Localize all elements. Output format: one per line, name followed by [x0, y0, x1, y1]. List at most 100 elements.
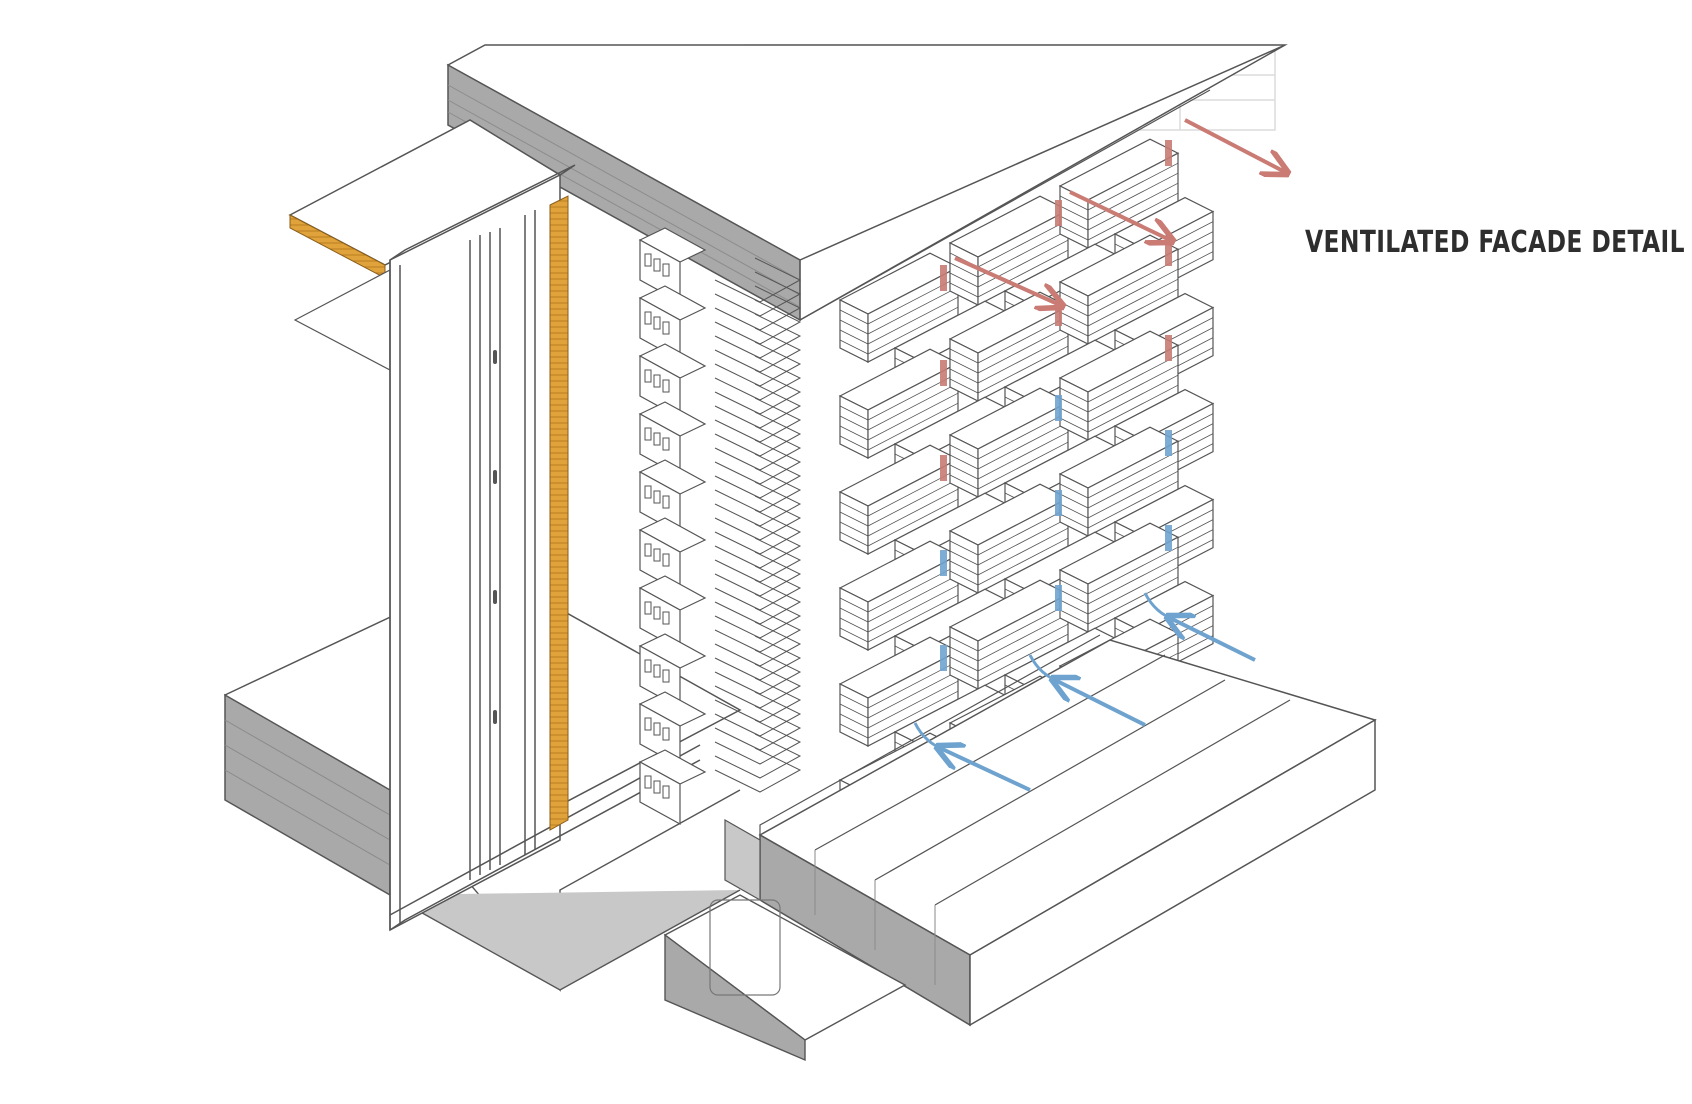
lattice-brick-course — [1059, 321, 1089, 337]
edge-brick — [714, 341, 802, 387]
lattice-brick-course — [1059, 397, 1089, 413]
lattice-brick-course — [949, 348, 979, 364]
lattice-brick-course — [839, 627, 869, 643]
steel-stud-frame — [389, 164, 701, 932]
edge-brick — [714, 663, 802, 709]
lattice-brick-course — [1059, 483, 1089, 499]
diagram-title: VENTILATED FACADE DETAIL — [1305, 225, 1685, 260]
edge-brick — [714, 523, 802, 569]
lattice-brick-course — [1087, 268, 1179, 317]
edge-brick — [714, 565, 802, 611]
block-hole — [644, 543, 652, 557]
lattice-brick-course — [977, 335, 1069, 384]
lattice-brick-course — [867, 670, 959, 719]
lattice-brick-course — [867, 690, 959, 739]
lattice-brick-course — [1087, 470, 1179, 519]
edge-brick — [714, 747, 802, 793]
lattice-brick-course — [867, 574, 959, 623]
cool-vent-slot — [1055, 585, 1062, 611]
lattice-brick-course — [1059, 589, 1089, 605]
lattice-brick-course — [1059, 215, 1089, 231]
lattice-brick-course — [977, 325, 1069, 374]
lattice-brick-course — [1059, 579, 1089, 595]
cool-vent-slot — [1055, 490, 1062, 516]
lattice-brick-course — [977, 411, 1069, 460]
edge-brick — [714, 299, 802, 345]
lattice-brick-course — [949, 560, 979, 576]
lattice-brick-course — [1087, 172, 1179, 221]
lattice-brick-course — [839, 597, 869, 613]
lattice-brick-course — [949, 378, 979, 394]
lattice-brick-course — [839, 319, 869, 335]
block-hole — [653, 258, 661, 272]
lattice-brick-course — [977, 421, 1069, 470]
lattice-brick-course — [977, 603, 1069, 652]
lattice-brick-course — [867, 488, 959, 537]
lattice-brick-course — [1087, 556, 1179, 605]
lattice-brick-course — [949, 368, 979, 384]
edge-brick — [714, 677, 802, 723]
edge-brick — [714, 593, 802, 639]
lattice-brick-course — [977, 431, 1069, 480]
lattice-brick-course — [1087, 288, 1179, 337]
lattice-brick-course — [839, 713, 869, 729]
lattice-brick-course — [977, 249, 1069, 298]
block-hole — [653, 722, 661, 736]
lattice-brick-course — [839, 723, 869, 739]
lattice-brick-course — [1087, 384, 1179, 433]
lattice-brick-course — [1059, 417, 1089, 433]
block-hole — [662, 611, 670, 625]
warm-vent-slot — [940, 360, 947, 386]
lattice-brick-course — [1059, 503, 1089, 519]
edge-brick — [714, 313, 802, 359]
lattice-brick-course — [867, 286, 959, 335]
edge-brick — [714, 509, 802, 555]
lattice-brick-course — [949, 282, 979, 298]
edge-brick — [714, 425, 802, 471]
lattice-brick-course — [949, 474, 979, 490]
edge-brick — [714, 719, 802, 765]
lattice-brick-course — [1059, 205, 1089, 221]
edge-brick — [714, 481, 802, 527]
block-hole — [644, 659, 652, 673]
block-hole — [644, 253, 652, 267]
lattice-brick-course — [867, 392, 959, 441]
lattice-brick-course — [977, 527, 1069, 576]
lattice-brick-course — [949, 272, 979, 288]
warm-vent-slot — [940, 265, 947, 291]
edge-brick — [714, 635, 802, 681]
edge-brick — [714, 705, 802, 751]
warm-vent-slot — [1055, 200, 1062, 226]
lattice-brick-course — [1087, 546, 1179, 595]
lattice-brick-course — [949, 454, 979, 470]
lattice-brick-course — [867, 498, 959, 547]
lattice-brick-course — [867, 402, 959, 451]
lattice-brick-course — [949, 570, 979, 586]
cool-vent-slot — [1165, 525, 1172, 551]
lattice-brick-course — [977, 239, 1069, 288]
edge-brick — [714, 439, 802, 485]
block-hole — [662, 553, 670, 567]
edge-brick — [714, 691, 802, 737]
lattice-brick-course — [1059, 387, 1089, 403]
lattice-brick-course — [839, 339, 869, 355]
cool-air-arrow-icon — [1170, 618, 1256, 662]
lattice-brick-course — [867, 296, 959, 345]
cool-air-curve — [913, 722, 946, 752]
lattice-brick-course — [1087, 576, 1179, 625]
edge-brick — [714, 271, 802, 317]
warm-air-arrow-icon — [954, 256, 1060, 305]
lattice-brick-course — [839, 501, 869, 517]
edge-brick — [714, 397, 802, 443]
lattice-brick-course — [839, 405, 869, 421]
cool-air-arrow-icon — [940, 748, 1031, 792]
lattice-brick-course — [1087, 182, 1179, 231]
lattice-brick-course — [977, 623, 1069, 672]
block-hole — [653, 780, 661, 794]
edge-brick — [714, 383, 802, 429]
lattice-brick-course — [977, 441, 1069, 490]
lattice-brick-course — [1059, 407, 1089, 423]
edge-brick — [714, 285, 802, 331]
lattice-brick-course — [1087, 364, 1179, 413]
